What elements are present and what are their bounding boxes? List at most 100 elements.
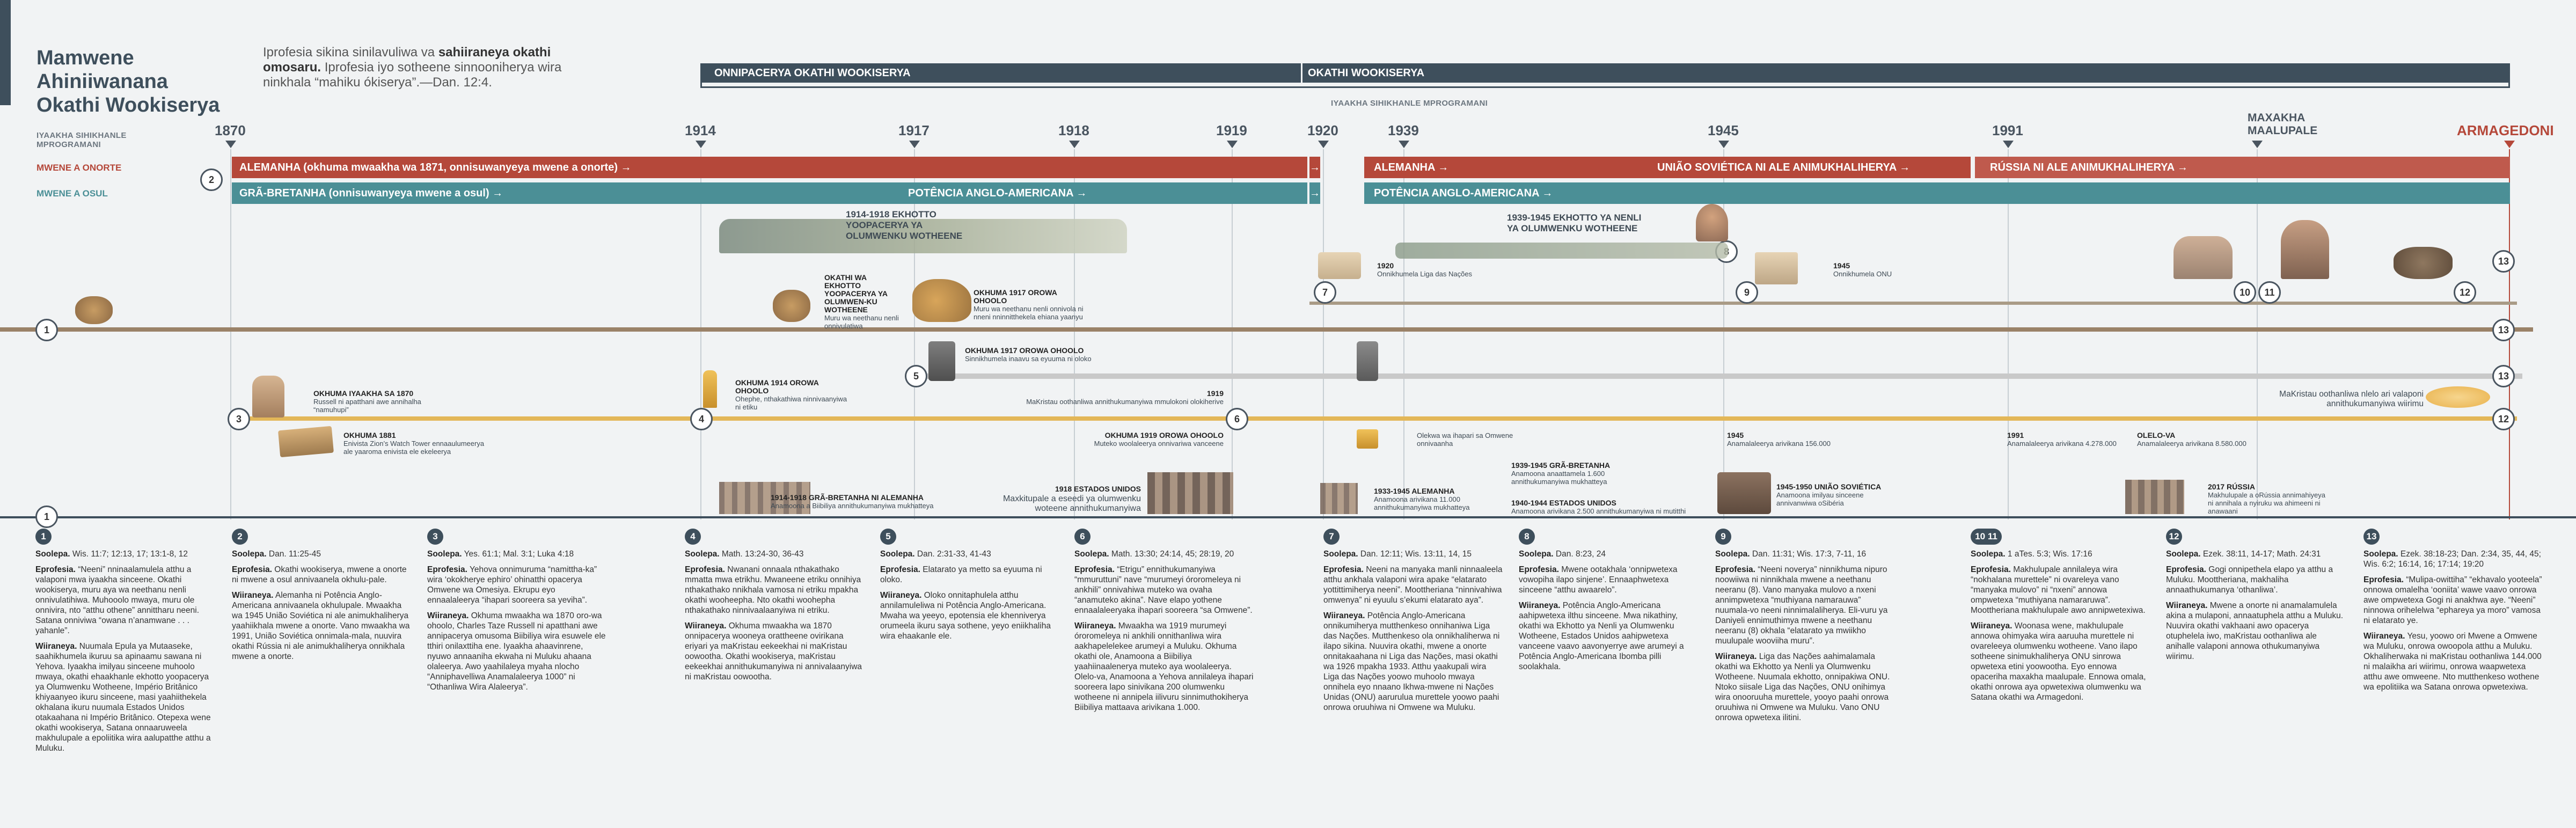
column-number: 9: [1715, 529, 1731, 545]
annotation-war1: 1914-1918 EKHOTTO YOOPACERYA YA OLUMWENK…: [846, 209, 963, 241]
column-fulfillment: Wiiraneya. Okhuma mwaakha wa 1870 oro-wa…: [427, 611, 607, 692]
annotation-1-text: Muru wa neethanu nenli onnivulatiwa: [824, 314, 899, 330]
column-fulfillment-label: Wiiraneya.: [2166, 601, 2208, 610]
gog-attack-illustration: [2394, 247, 2453, 279]
magazine-illustration-2: [1357, 429, 1378, 449]
train-illustration: [1717, 472, 1771, 514]
annotation-17-text: Anamalaleerya arivikana 156.000: [1727, 439, 1831, 448]
beast-small-illustration: [75, 296, 113, 324]
column-scripture-text: 1 aTes. 5:3; Wis. 17:16: [2007, 549, 2092, 559]
annotation-4-title: OKHUMA 1914 OROWA OHOOLO: [735, 378, 819, 395]
column-scripture-label: Soolepa.: [2363, 549, 2398, 559]
annotation-14-title: 1933-1945 ALEMANHA: [1374, 487, 1455, 495]
year-1945: 1945: [1708, 122, 1739, 138]
annotation-8-title: OKHUMA 1881: [343, 431, 396, 439]
column-scripture-text: Dan. 8:23, 24: [1555, 549, 1606, 559]
column-prophecy-label: Eprofesia.: [1074, 565, 1115, 574]
column-scripture-text: Dan. 11:31; Wis. 17:3, 7-11, 16: [1752, 549, 1867, 559]
column-prophecy-label: Eprofesia.: [880, 565, 920, 574]
annotation-12-text: Onnikhumela ONU: [1833, 270, 1892, 278]
guide-line: [1323, 149, 1324, 519]
marker-12: 12: [2454, 281, 2476, 304]
marker-13c: 13: [2492, 365, 2515, 387]
column-scripture-text: Yes. 61:1; Mal. 3:1; Luka 4:18: [464, 549, 574, 559]
column-number: 1: [35, 529, 52, 545]
north-bar-1: ALEMANHA (okhuma mwaakha wa 1871, onnisu…: [232, 157, 1307, 178]
column-scripture: Soolepa. Yes. 61:1; Mal. 3:1; Luka 4:18: [427, 549, 607, 559]
south-bar-arrow: →: [1309, 182, 1320, 204]
column-prophecy: Eprofesia. Neeni na manyaka manli ninnaa…: [1323, 565, 1503, 605]
north-bar-4-label: RÚSSIA NI ALE ANIMUKHALIHERYA →: [1990, 162, 2188, 173]
title-line-1: Mamwene: [36, 47, 134, 69]
annotation-13: Olekwa wa ihapari sa Omwene onnivaanha: [1417, 431, 1519, 448]
column-number: 13: [2363, 529, 2380, 545]
last-days-late-label: OKATHI WOOKISERYA: [1308, 67, 1425, 79]
column-fulfillment: Wiiraneya. Alemanha ni Potência Anglo-Am…: [232, 590, 412, 662]
column-fulfillment-label: Wiiraneya.: [35, 642, 77, 651]
marker-5: 5: [905, 365, 927, 387]
guide-line: [1403, 149, 1404, 519]
column-scripture: Soolepa. Ezek. 38:11, 14-17; Math. 24:31: [2166, 549, 2346, 559]
magazine-illustration: [278, 426, 334, 458]
column-fulfillment-text: Nuumala Epula ya Mutaaseke, saahikhumela…: [35, 642, 211, 753]
column-scripture-label: Soolepa.: [1971, 549, 2006, 559]
year-tick: [2252, 141, 2263, 148]
guide-line: [2008, 149, 2009, 519]
column-fulfillment: Wiiraneya. Mwene a onorte ni anamalamule…: [2166, 600, 2346, 662]
column-scripture-text: Math. 13:30; 24:14, 45; 28:19, 20: [1111, 549, 1234, 559]
column-prophecy-label: Eprofesia.: [1519, 565, 1559, 574]
year-tick: [2003, 141, 2014, 148]
column-prophecy-label: Eprofesia.: [2166, 565, 2206, 574]
last-days-early-label: ONNIPACERYA OKATHI WOOKISERYA: [714, 67, 911, 79]
column-fulfillment-text: Mwaakha wa 1919 murumeyi óroromeleya ni …: [1074, 621, 1254, 712]
lane-un: [1309, 302, 2517, 305]
guide-line: [1074, 149, 1075, 519]
annotation-8-text: Enivista Zion’s Watch Tower ennaaulumeer…: [343, 439, 485, 456]
annotation-13-text: Olekwa wa ihapari sa Omwene onnivaanha: [1417, 431, 1513, 448]
annotation-11-text: Onnikhumela Liga das Nações: [1377, 270, 1473, 278]
column-prophecy-text: Yehova onnimuruma “namittha-ka” wira ‘ok…: [427, 565, 597, 605]
guide-line: [1723, 149, 1724, 519]
column-number: 4: [685, 529, 701, 545]
column-scripture-text: Ezek. 38:18-23; Dan. 2:34, 35, 44, 45; W…: [2363, 549, 2541, 569]
annotation-9-title: 1914-1918 GRÃ-BRETANHA NI ALEMANHA: [771, 493, 924, 502]
north-bar-1-label: ALEMANHA (okhuma mwaakha wa 1871, onnisu…: [239, 162, 632, 173]
column-prophecy: Eprofesia. “Etrigu” ennithukumanyiwa “mm…: [1074, 565, 1254, 615]
column-fulfillment-text: Potência Anglo-Americana aahipwetexa ilt…: [1519, 601, 1684, 671]
column-prophecy-text: Nwanani onnaala nthakathako mmatta mwa e…: [685, 565, 861, 615]
column-scripture-text: Dan. 12:11; Wis. 13:11, 14, 15: [1360, 549, 1472, 559]
verse-text-2: Iprofesia iyo sotheene sinnooniherya wir…: [263, 60, 562, 90]
last-days-late-bar: OKATHI WOOKISERYA: [1302, 63, 2510, 83]
marker-12b: 12: [2492, 408, 2515, 430]
column-scripture-label: Soolepa.: [35, 549, 70, 559]
annotation-9-text: Anamoona a Biibiliya annithukumanyiwa mu…: [771, 502, 934, 510]
column-prophecy-text: Makhulupale annilaleya wira “nokhalana m…: [1971, 565, 2146, 615]
column-scripture: Soolepa. 1 aTes. 5:3; Wis. 17:16: [1971, 549, 2150, 559]
column-number: 2: [232, 529, 248, 545]
annotation-10-text: Maxkitupale a eseedi ya olumwenku woteen…: [1002, 494, 1141, 513]
column-fulfillment-label: Wiiraneya.: [427, 611, 469, 620]
column-scripture-label: Soolepa.: [232, 549, 267, 559]
column-number: 3: [427, 529, 443, 545]
column-fulfillment-label: Wiiraneya.: [685, 621, 727, 631]
year-1918: 1918: [1058, 122, 1089, 138]
column-fulfillment: Wiiraneya. Yesu, yoowo ori Mwene a Omwen…: [2363, 631, 2543, 692]
year-1870: 1870: [215, 122, 246, 138]
column-scripture: Soolepa. Wis. 11:7; 12:13, 17; 13:1-8, 1…: [35, 549, 215, 559]
annotation-19-text: Anamalaleerya arivikana 4.278.000: [2007, 439, 2117, 448]
annotation-1: OKATHI WA EKHOTTO YOOPACERYA YA OLUMWEN-…: [824, 274, 905, 331]
column-scripture-text: Wis. 11:7; 12:13, 17; 13:1-8, 12: [72, 549, 188, 559]
column-fulfillment-text: Potência Anglo-Americana onnikumiherya m…: [1323, 611, 1500, 712]
marker-13b: 13: [2492, 319, 2515, 341]
column-scripture: Soolepa. Math. 13:30; 24:14, 45; 28:19, …: [1074, 549, 1254, 559]
south-bar-1: GRÃ-BRETANHA (onnisuwanyeya mwene a osul…: [232, 182, 1307, 204]
year-tick: [909, 141, 920, 148]
column-prophecy: Eprofesia. “Mulipa-owittiha” “ekhavalo y…: [2363, 575, 2543, 626]
year-1991: 1991: [1992, 122, 2023, 138]
